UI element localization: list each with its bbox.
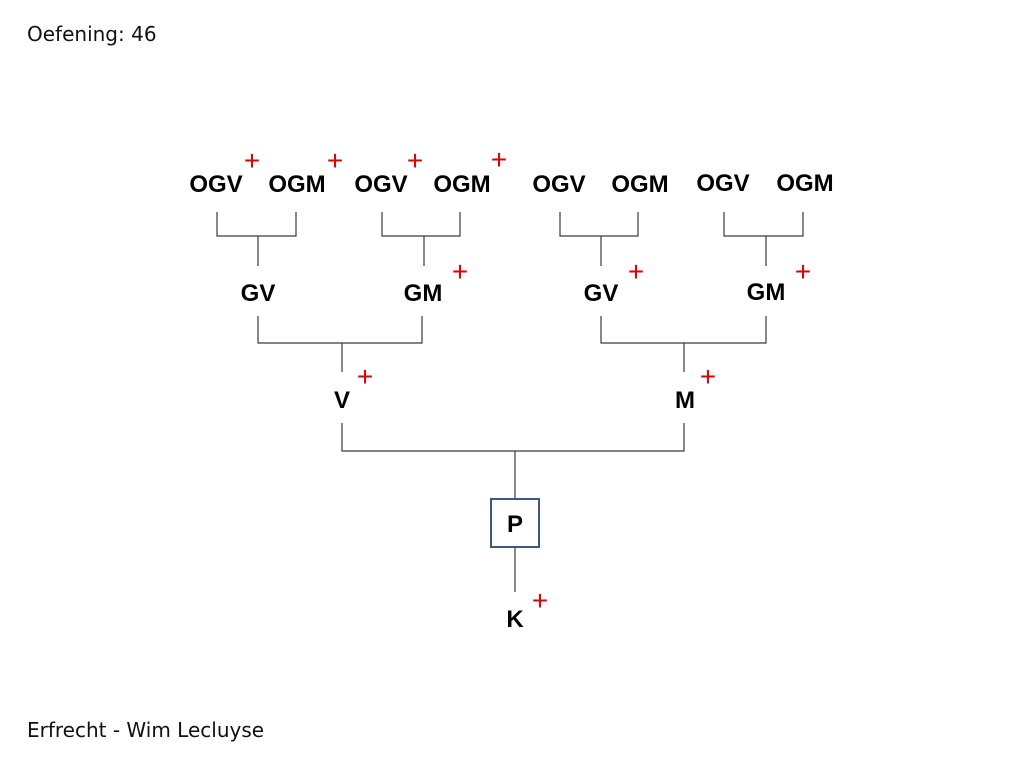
grandparents-row: GV GM GV GM xyxy=(241,279,786,307)
node-ogm-1: OGM xyxy=(268,171,325,198)
connectors-grandparents xyxy=(257,316,767,372)
node-m: M xyxy=(675,387,695,414)
deceased-marker: + xyxy=(452,256,468,287)
deceased-markers: + + + + + + + + + + xyxy=(244,144,811,616)
node-gm-2: GM xyxy=(747,279,786,306)
node-ogm-3: OGM xyxy=(611,171,668,198)
subject-node: P xyxy=(490,498,540,548)
node-ogm-2: OGM xyxy=(433,171,490,198)
slide-footer: Erfrecht - Wim Lecluyse xyxy=(27,718,265,742)
deceased-marker: + xyxy=(628,256,644,287)
deceased-marker: + xyxy=(795,256,811,287)
deceased-marker: + xyxy=(491,144,507,175)
node-ogv-3: OGV xyxy=(532,171,585,198)
node-gm-1: GM xyxy=(404,280,443,307)
great-grandparents-row: OGV OGM OGV OGM OGV OGM OGV OGM xyxy=(189,170,833,198)
node-ogm-4: OGM xyxy=(776,170,833,197)
node-ogv-2: OGV xyxy=(354,171,407,198)
deceased-marker: + xyxy=(700,361,716,392)
node-k: K xyxy=(506,606,524,633)
node-ogv-4: OGV xyxy=(696,170,749,197)
node-v: V xyxy=(334,387,350,414)
node-p: P xyxy=(507,511,523,538)
deceased-marker: + xyxy=(327,145,343,176)
node-ogv-1: OGV xyxy=(189,171,242,198)
deceased-marker: + xyxy=(407,145,423,176)
connectors-parents xyxy=(341,423,685,592)
node-gv-1: GV xyxy=(241,280,276,307)
deceased-marker: + xyxy=(532,585,548,616)
parents-row: V M xyxy=(334,387,695,414)
connectors-great-grandparents xyxy=(216,212,804,266)
subject-box xyxy=(490,498,540,548)
slide-title: Oefening: 46 xyxy=(27,22,157,46)
deceased-marker: + xyxy=(244,145,260,176)
deceased-marker: + xyxy=(357,361,373,392)
node-gv-2: GV xyxy=(584,280,619,307)
